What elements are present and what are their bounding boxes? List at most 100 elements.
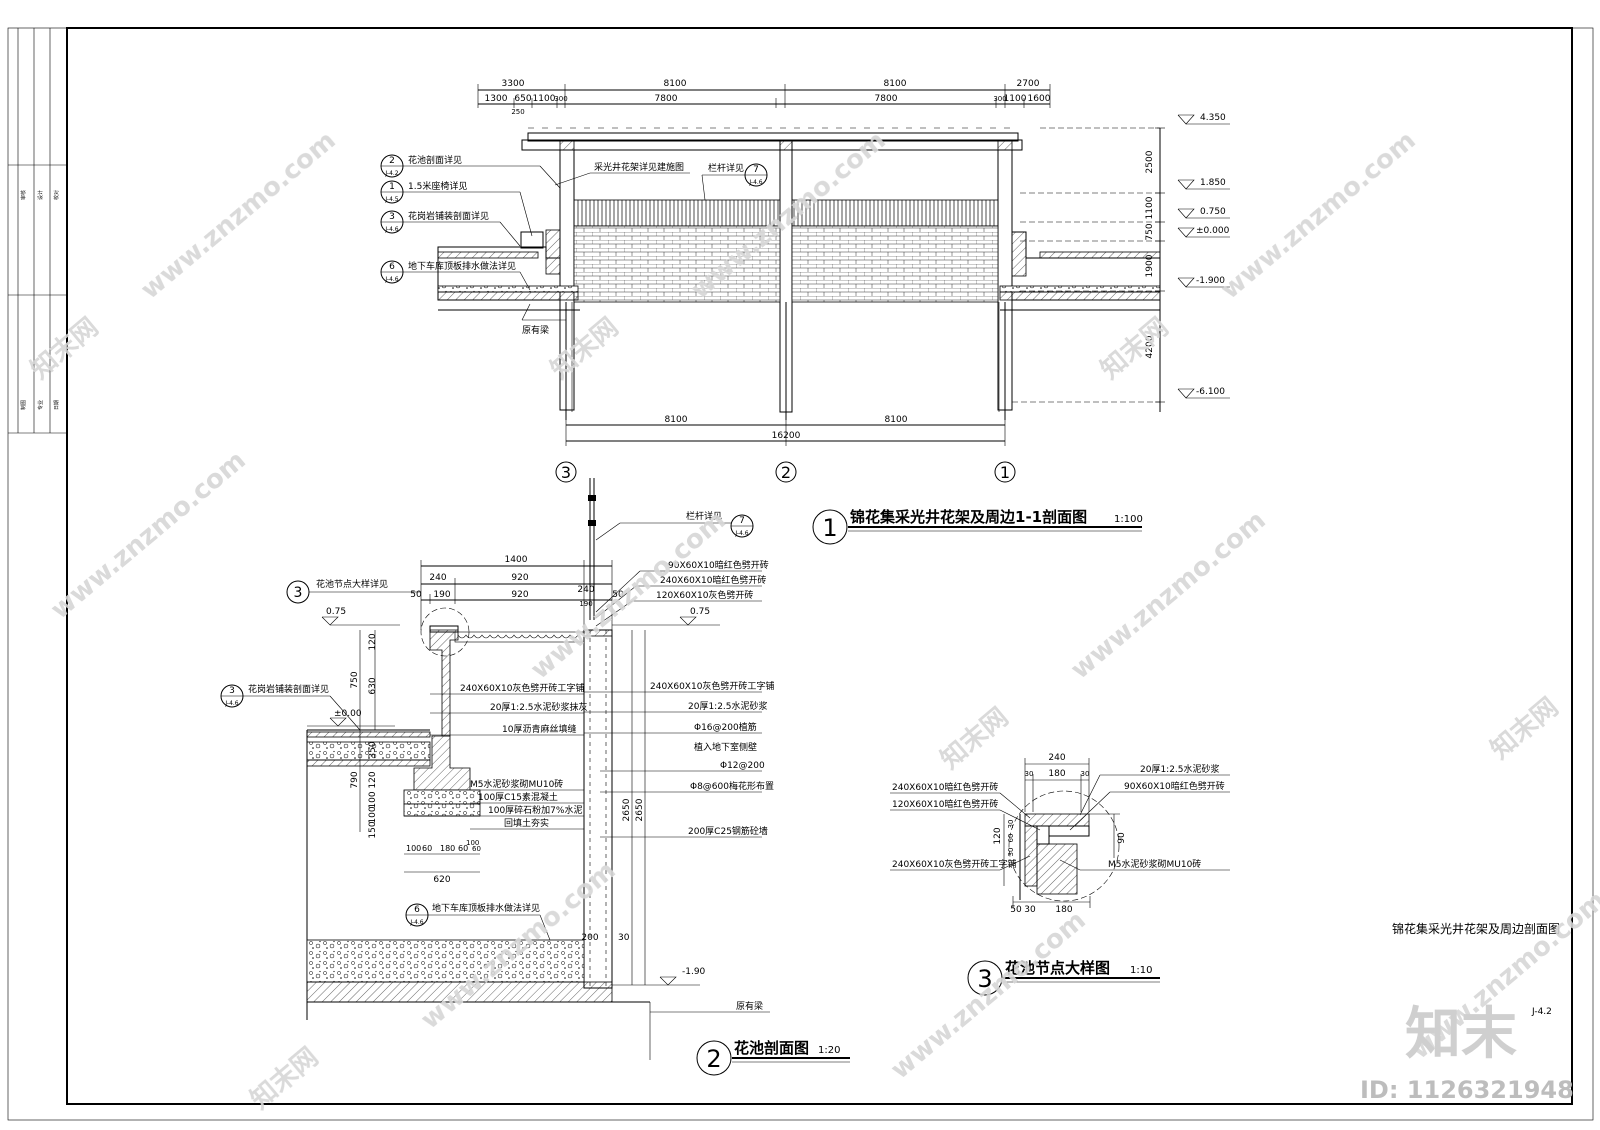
s2-drain-ref-num: 6 — [414, 905, 420, 915]
s3-dim-180: 180 — [1048, 769, 1065, 779]
s2-foot-60b: 60 — [458, 844, 468, 853]
dim-300-b: 300 — [993, 95, 1006, 103]
s2-foot-180: 180 — [440, 844, 455, 853]
s2-paving-ref-text: 花岗岩铺装剖面详见 — [248, 683, 329, 695]
section-3-scale: 1:10 — [1130, 965, 1152, 976]
elev-0750: 0.750 — [1200, 207, 1226, 217]
s3-llabel-1: 120X60X10暗红色劈开砖 — [892, 798, 998, 810]
section-1-drawing: 3300 8100 8100 2700 1300 650 1100 300 78… — [380, 79, 1230, 545]
label-beam-1: 原有梁 — [522, 324, 549, 336]
label-pergola: 采光井花架详见建施图 — [594, 161, 684, 173]
callout-text-2: 花池剖面详见 — [408, 154, 462, 166]
dim-1100-a: 1100 — [533, 94, 556, 104]
dim-3300: 3300 — [502, 79, 525, 89]
s2-vdim-120b: 120 — [368, 771, 378, 788]
s2-rlabel-2: 120X60X10灰色劈开砖 — [656, 589, 753, 601]
s2-vdim-2650b: 2650 — [635, 798, 645, 821]
svg-text:知末网: 知末网 — [1485, 692, 1564, 765]
section-1-scale: 1:100 — [1114, 514, 1143, 525]
dim-8100-b: 8100 — [884, 79, 907, 89]
s2-foot-100a: 100 — [406, 844, 421, 853]
title-cell-2: 设计 — [37, 190, 44, 200]
s3-rlabel-2: M5水泥砂浆砌MU10砖 — [1108, 858, 1201, 870]
s2-vdim-350: 350 — [368, 741, 378, 758]
title-cell-6: 日期 — [54, 400, 60, 410]
s2-llabel-6: 回填土夯实 — [504, 817, 549, 829]
dim-1300: 1300 — [485, 94, 508, 104]
callout-num-1: 1 — [389, 182, 395, 192]
logo-text: 知末 — [1405, 1002, 1517, 1067]
s3-dim-120: 120 — [993, 827, 1003, 844]
s2-paving-ref-sheet: J-4.6 — [224, 700, 238, 707]
s3-dim-30b: 30 — [1081, 770, 1090, 778]
axis-1: 1 — [1000, 463, 1010, 482]
svg-text:www.znzmo.com: www.znzmo.com — [45, 445, 251, 625]
s2-node-ref-num: 3 — [294, 585, 303, 601]
dim-1100-b: 1100 — [1004, 94, 1027, 104]
s2-rlabel-5: Φ16@200植筋 — [694, 721, 757, 733]
s2-dim-240a: 240 — [429, 573, 446, 583]
callout-group-left — [380, 154, 561, 291]
s2-dim-240b: 240 — [577, 585, 594, 595]
callout-sheet-2: J-4.2 — [384, 170, 398, 177]
elev-minus1900: -1.900 — [1196, 276, 1225, 286]
elevation-markers — [1177, 114, 1230, 399]
s2-dim-50b: 50 — [612, 590, 624, 600]
s2-dim-30: 30 — [618, 933, 630, 943]
vdim-1900: 1900 — [1145, 254, 1155, 277]
s2-rail-ref-num: 7 — [739, 516, 745, 526]
callout-text-3: 花岗岩铺装剖面详见 — [408, 210, 489, 222]
vdim-750: 750 — [1145, 223, 1155, 240]
dim-2700: 2700 — [1017, 79, 1040, 89]
dim-8100-a: 8100 — [664, 79, 687, 89]
s3-rlabel-1: 90X60X10暗红色劈开砖 — [1124, 780, 1225, 792]
rail-ref-num: 7 — [753, 165, 759, 175]
s3-dim-60: 60 — [1007, 834, 1015, 843]
section-2-drawing: 1400 240 920 50 190 920 240 50 190 — [220, 478, 850, 1076]
s3-dim-90: 90 — [1117, 832, 1127, 844]
s2-llabel-0: 240X60X10灰色劈开砖工字铺 — [460, 682, 584, 694]
s2-elev-075-right: 0.75 — [690, 607, 710, 617]
s3-llabel-0: 240X60X10暗红色劈开砖 — [892, 781, 998, 793]
s2-vdim-150: 150 — [368, 821, 378, 838]
elev-minus6100: -6.100 — [1196, 387, 1225, 397]
elev-1850: 1.850 — [1200, 178, 1226, 188]
callout-text-1: 1.5米座椅详见 — [408, 180, 467, 192]
s2-llabel-4: 100厚C15素混凝土 — [478, 791, 558, 803]
s2-foot-60a: 60 — [422, 844, 432, 853]
s2-elev-000: ±0.00 — [334, 709, 362, 719]
title-block-strip: 审核 设计 校对 制图 专业 日期 — [8, 28, 67, 434]
callout-num-2: 2 — [389, 156, 395, 166]
vdim-1100: 1100 — [1145, 196, 1155, 219]
section-3-marker: 3 — [977, 965, 992, 993]
inner-frame — [66, 27, 1573, 1105]
dim-300-a: 300 — [554, 95, 567, 103]
s2-vdim-750: 750 — [350, 671, 360, 688]
section-3-title: 花池节点大样图 — [1005, 959, 1110, 977]
dim-650: 650 — [514, 94, 531, 104]
callout-sheet-6: J-4.6 — [384, 276, 398, 283]
s3-rlabel-0: 20厚1:2.5水泥砂浆 — [1140, 763, 1220, 775]
dim-7800-b: 7800 — [875, 94, 898, 104]
sheet-number: J-4.2 — [1531, 1007, 1552, 1017]
dim-250: 250 — [511, 108, 524, 116]
s2-rlabel-7: Φ12@200 — [720, 761, 765, 771]
s2-llabel-1: 20厚1:2.5水泥砂浆抹灰 — [490, 701, 588, 713]
dim-total-16200: 16200 — [772, 431, 801, 441]
s2-vdim-100b: 100 — [368, 806, 378, 823]
title-cell-1: 审核 — [20, 190, 27, 200]
s2-dim-50a: 50 — [410, 590, 422, 600]
svg-text:知末网: 知末网 — [1095, 312, 1174, 385]
s2-rlabel-3: 240X60X10灰色劈开砖工字铺 — [650, 680, 774, 692]
s2-dim-920b: 920 — [511, 590, 528, 600]
s3-dim-30d: 30 — [1007, 820, 1015, 829]
s2-rail-ref-sheet: J-4.6 — [734, 530, 748, 537]
s2-dim-1400: 1400 — [505, 555, 528, 565]
s2-paving-ref-num: 3 — [229, 686, 235, 696]
callout-sheet-3: J-4.6 — [384, 226, 398, 233]
s2-rlabel-4: 20厚1:2.5水泥砂浆 — [688, 700, 768, 712]
s3-dim-30e: 30 — [1007, 848, 1015, 857]
svg-text:www.znzmo.com: www.znzmo.com — [1065, 505, 1271, 685]
rail-ref-text: 栏杆详见 — [708, 162, 744, 174]
